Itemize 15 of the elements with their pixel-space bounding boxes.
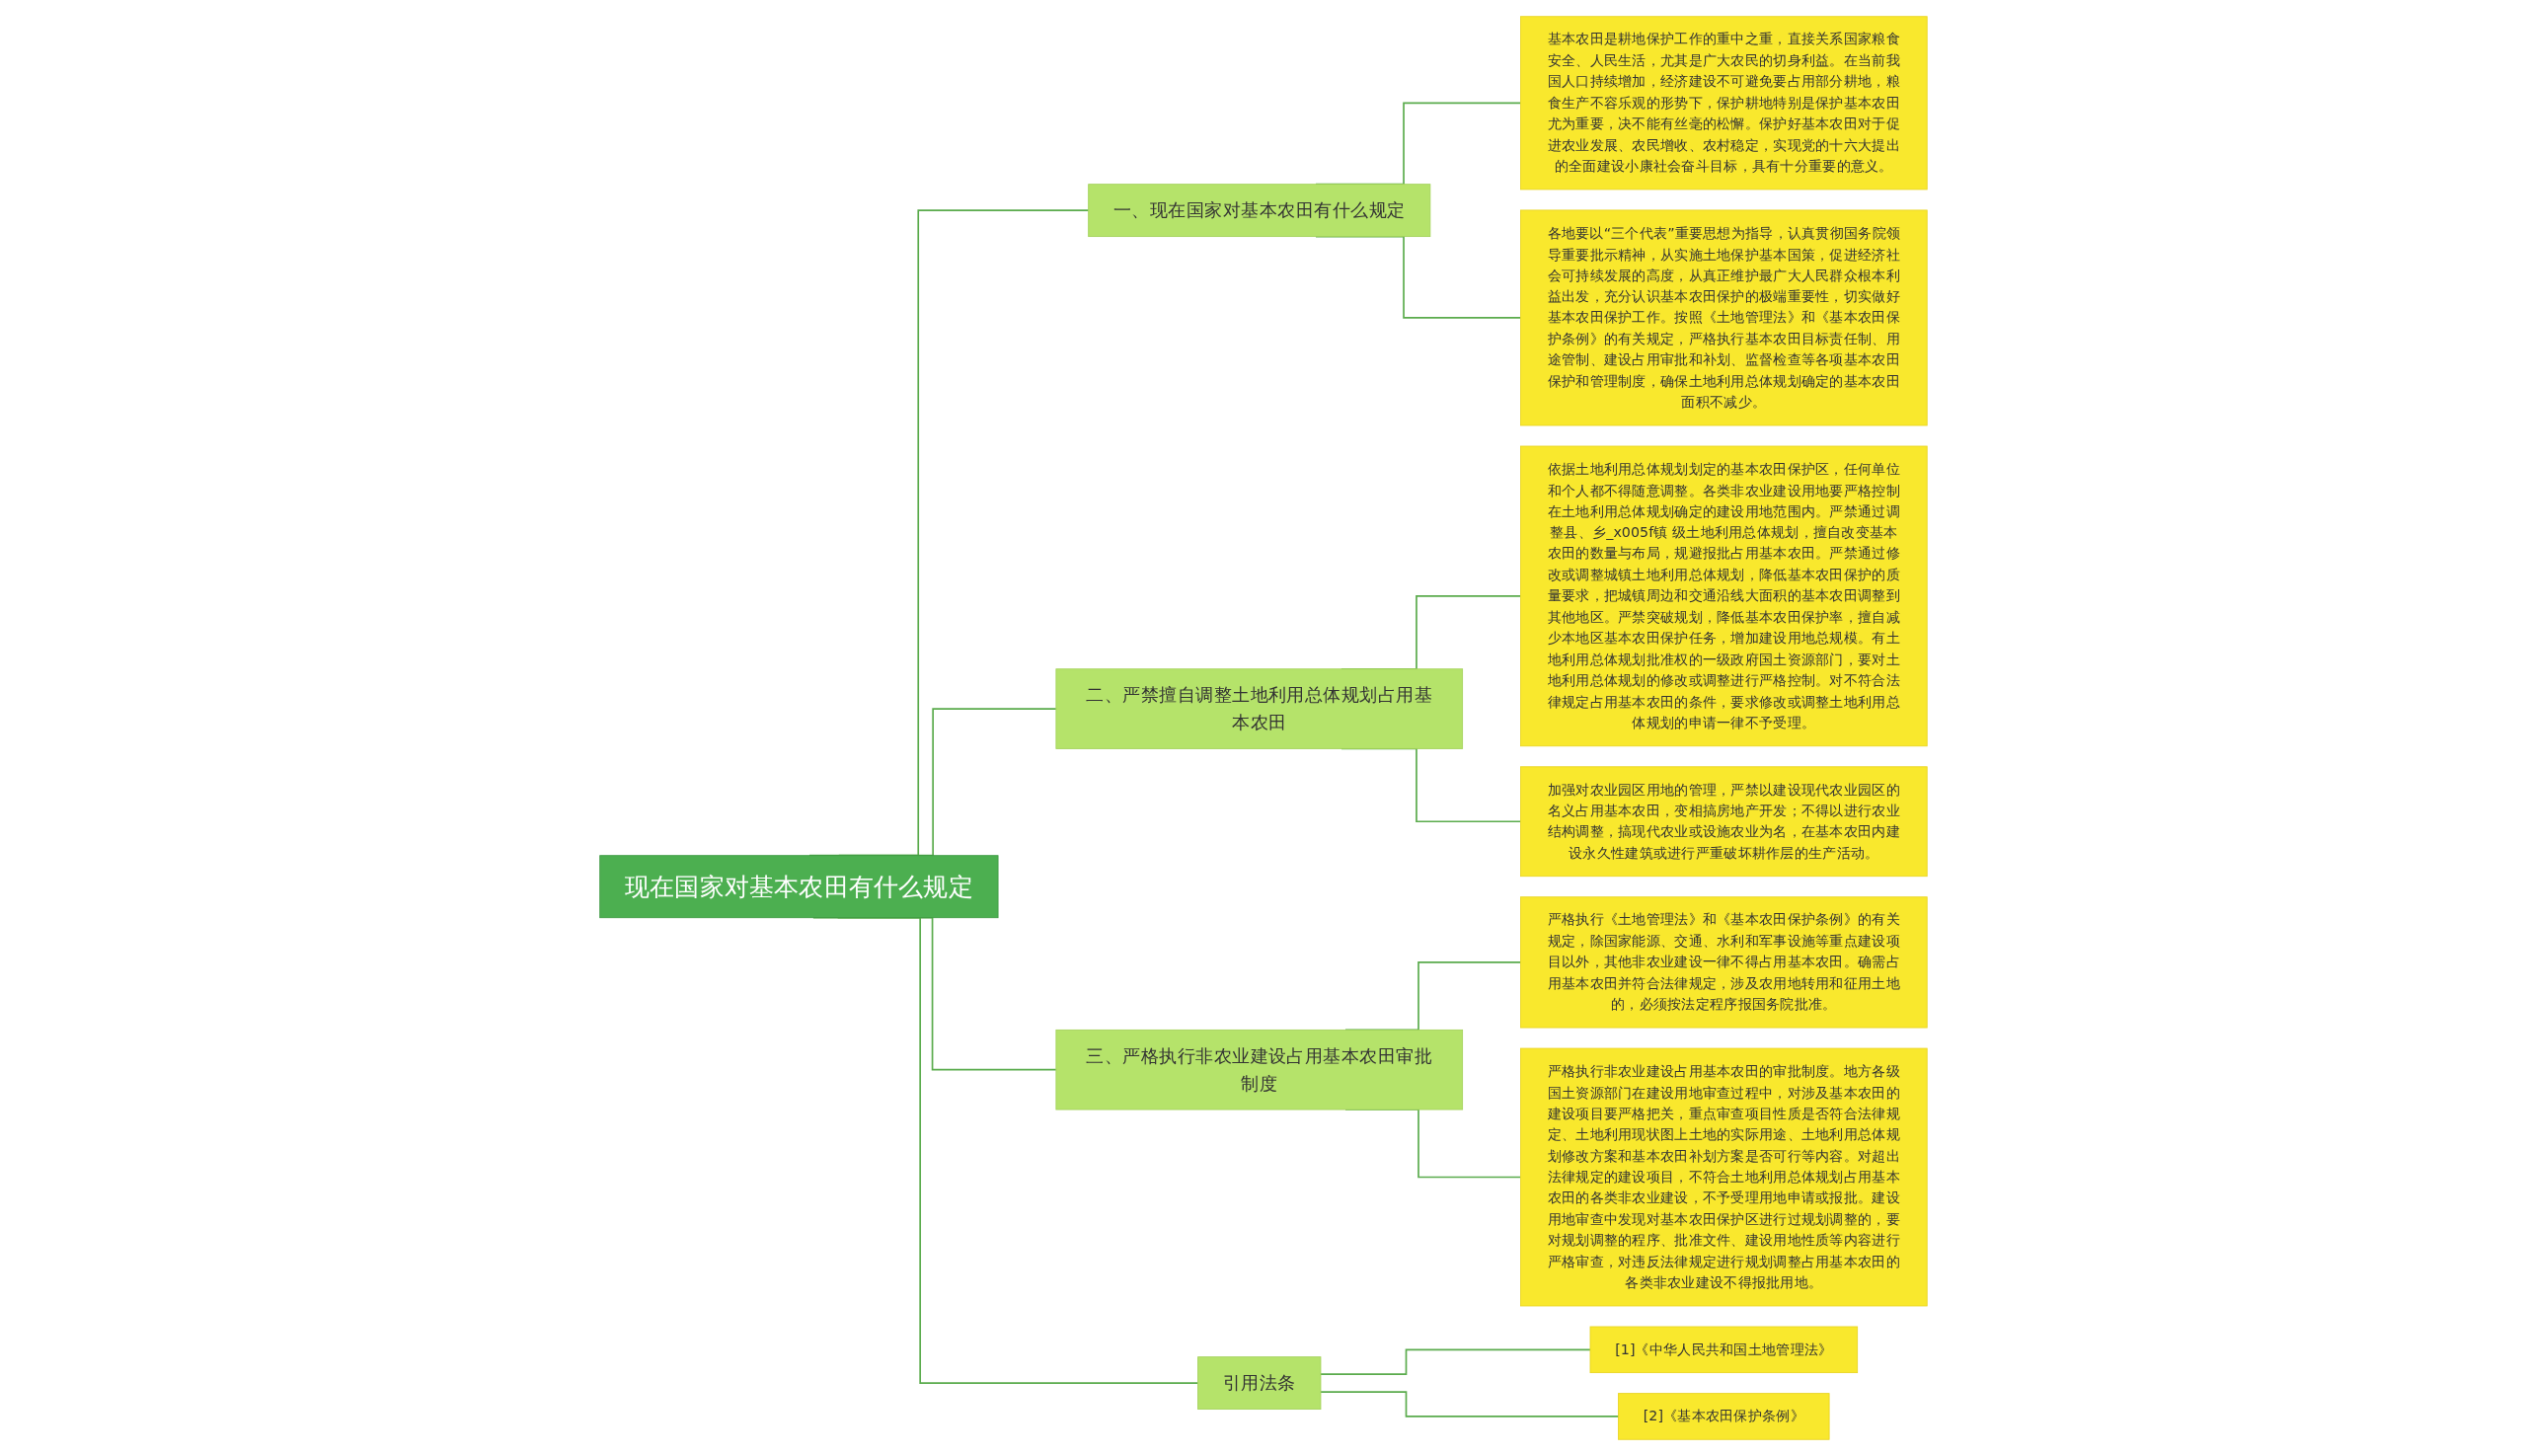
node-box: 严格执行《土地管理法》和《基本农田保护条例》的有关规定，除国家能源、交通、水利和军事设施等重点建设项目以外，其他非农业建设一律不得占用基本农田。确需占用基本农田并符合法律规定，涉及农用地转用和征用土地的，必须按法定程序报国务院批准。 — [1520, 896, 1928, 1029]
node-box: 三、严格执行非农业建设占用基本农田审批制度 — [1055, 1029, 1464, 1111]
node-box: [2]《基本农田保护条例》 — [1618, 1393, 1830, 1440]
node-box: 现在国家对基本农田有什么规定 — [599, 855, 999, 919]
node-box: [1]《中华人民共和国土地管理法》 — [1589, 1326, 1859, 1374]
connector — [1320, 1348, 1591, 1375]
connector — [1320, 1391, 1620, 1418]
node-box: 加强对农业园区用地的管理，严禁以建设现代农业园区的名义占用基本农田，变相搞房地产开发；不得以进行农业结构调整，搞现代农业或设施农业为名，在基本农田内建设永久性建筑或进行严重破坏耕作层的生产活动。 — [1520, 766, 1928, 878]
node-box: 一、现在国家对基本农田有什么规定 — [1088, 184, 1431, 238]
node-box: 严格执行非农业建设占用基本农田的审批制度。地方各级国土资源部门在建设用地审查过程中，对涉及基本农田的建设项目要严格把关，重点审查项目性质是否符合法律规定、土地利用现状图上土地的实际用途、土地利用总体规划修改方案和基本农田补划方案是否可行等内容。对超出法律规定的建设项目，不符合土地利用总体规划占用基本农田的各类非农业建设，不予受理用地申请或报批。建设用地审查中发现对基本农田保护区进行过规划调整的，要对规划调整的程序、批准文件、建设用地性质等内容进行严格审查，对违反法律规定进行规划调整占用基本农田的各类非农业建设不得报批用地。 — [1520, 1047, 1928, 1307]
node-box: 各地要以“三个代表”重要思想为指导，认真贯彻国务院领导重要批示精神，从实施土地保护基本国策，促进经济社会可持续发展的高度，从真正维护最广大人民群众根本利益出发，充分认识基本农田保护的极端重要性，切实做好基本农田保护工作。按照《土地管理法》和《基本农田保护条例》的有关规定，严格执行基本农田目标责任制、用途管制、建设占用审批和补划、监督检查等各项基本农田保护和管理制度，确保土地利用总体规划确定的基本农田面积不减少。 — [1520, 209, 1928, 426]
node-box: 引用法条 — [1197, 1356, 1322, 1410]
node-box: 基本农田是耕地保护工作的重中之重，直接关系国家粮食安全、人民生活，尤其是广大农民的切身利益。在当前我国人口持续增加，经济建设不可避免要占用部分耕地，粮食生产不容乐观的形势下，保护耕地特别是保护基本农田尤为重要，决不能有丝毫的松懈。保护好基本农田对于促进农业发展、农民增收、农村稳定，实现党的十六大提出的全面建设小康社会奋斗目标，具有十分重要的意义。 — [1520, 16, 1928, 191]
node-box: 二、严禁擅自调整土地利用总体规划占用基本农田 — [1055, 668, 1464, 749]
node-box: 依据土地利用总体规划划定的基本农田保护区，任何单位和个人都不得随意调整。各类非农业建设用地要严格控制在土地利用总体规划确定的建设用地范围内。严禁通过调整县、乡_x005f镇 级土地利用总体规划，擅自改变基本农田的数量与布局，规避报批占用基本农田。严禁通过修改或调整城镇土地利用总体规划，降低基本农田保护的质量要求，把城镇周边和交通沿线大面积的基本农田调整到其他地区。严禁突破规划，降低基本农田保护率，擅自减少本地区基本农田保护任务，增加建设用地总规模。有土地利用总体规划批准权的一级政府国土资源部门，要对土地利用总体规划的修改或调整进行严格控制。对不符合法律规定占用基本农田的条件，要求修改或调整土地利用总体规划的申请一律不予受理。 — [1520, 445, 1928, 747]
